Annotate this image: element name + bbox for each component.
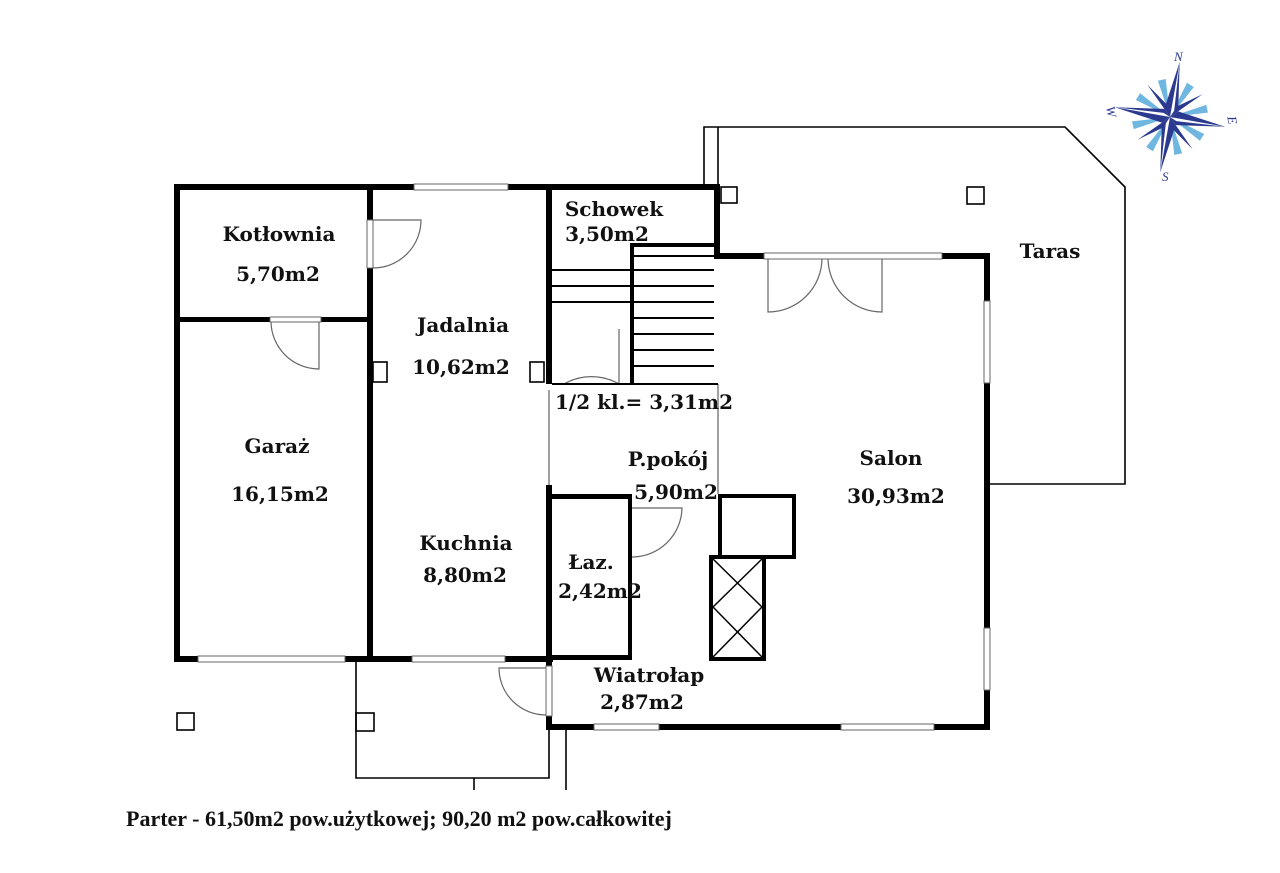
porch-outline xyxy=(176,661,567,790)
room-name-kuchnia: Kuchnia xyxy=(419,531,512,555)
windows xyxy=(197,183,991,731)
room-name-garaz: Garaż xyxy=(245,434,310,458)
door-lazienka xyxy=(631,507,683,558)
walls xyxy=(174,184,990,730)
room-area-kuchnia: 8,80m2 xyxy=(423,563,507,587)
compass-rose-icon xyxy=(1114,61,1226,173)
room-name-przedpokoj: P.pokój xyxy=(628,447,708,471)
door-garaz xyxy=(270,321,320,370)
pillar xyxy=(176,712,195,731)
room-area-schowek: 3,50m2 xyxy=(565,222,649,246)
room-area-wiatrolap: 2,87m2 xyxy=(600,690,684,714)
room-name-salon: Salon xyxy=(860,446,923,470)
room-area-kotlownia: 5,70m2 xyxy=(236,262,320,286)
compass-west-label: W xyxy=(1103,105,1120,119)
room-name-wiatrolap: Wiatrołap xyxy=(593,663,704,687)
pillar xyxy=(720,186,738,204)
compass-south-label: S xyxy=(1162,169,1169,184)
pillar xyxy=(372,361,388,383)
door-jadalnia xyxy=(372,219,422,269)
door-stairs xyxy=(563,329,620,386)
room-area-salon: 30,93m2 xyxy=(847,484,945,508)
compass-north-label: N xyxy=(1173,49,1184,64)
room-area-przedpokoj: 5,90m2 xyxy=(634,480,718,504)
pillar xyxy=(355,712,375,732)
room-labels: Kotłownia 5,70m2 Garaż 16,15m2 Jadalnia … xyxy=(223,197,1081,714)
compass-east-label: E xyxy=(1224,114,1240,125)
room-name-lazienka: Łaz. xyxy=(568,550,613,574)
terrace-outline xyxy=(703,126,1126,485)
room-name-taras: Taras xyxy=(1020,239,1081,263)
room-name-kotlownia: Kotłownia xyxy=(223,222,336,246)
room-area-jadalnia: 10,62m2 xyxy=(412,355,510,379)
pillar xyxy=(529,361,545,383)
floor-summary-caption: Parter - 61,50m2 pow.użytkowej; 90,20 m2… xyxy=(126,806,672,831)
door-terrace-right xyxy=(827,258,883,313)
chimney-flue xyxy=(709,555,766,661)
room-name-schowek: Schowek xyxy=(565,197,664,221)
doors xyxy=(270,219,883,716)
staircase xyxy=(552,255,718,385)
room-name-jadalnia: Jadalnia xyxy=(415,313,509,337)
door-terrace-left xyxy=(767,258,823,313)
room-area-garaz: 16,15m2 xyxy=(231,482,329,506)
door-entrance xyxy=(498,667,547,716)
pillar xyxy=(966,186,985,205)
stairs-area-label: 1/2 kl.= 3,31m2 xyxy=(555,390,733,414)
room-area-lazienka: 2,42m2 xyxy=(558,579,642,603)
